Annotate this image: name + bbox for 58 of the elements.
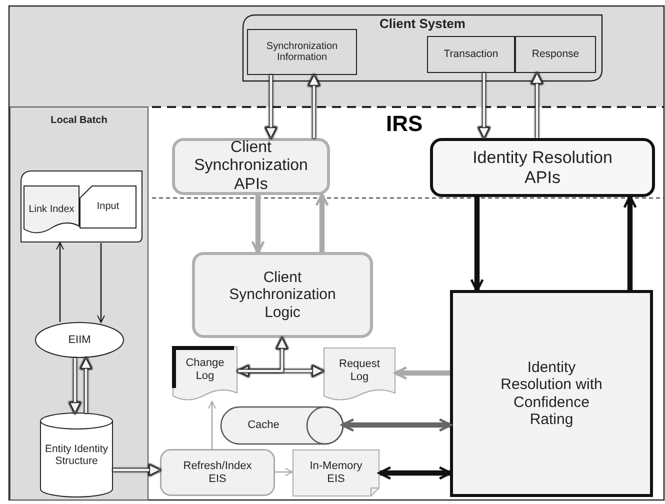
box-label: Identity Resolution APIs (472, 148, 614, 188)
process-box (160, 449, 275, 496)
arrow (308, 74, 320, 138)
arrow (623, 195, 637, 290)
arrow (341, 418, 452, 432)
arrow (69, 358, 81, 414)
document-shape (323, 347, 396, 402)
process-ellipse (35, 322, 124, 358)
data-box (515, 36, 596, 73)
process-box (172, 138, 330, 195)
box-label: Cache (248, 419, 280, 432)
data-box (427, 36, 515, 73)
box-label: Synchronization Information (265, 40, 339, 64)
box-label: Request Log (338, 358, 381, 384)
document-shape (172, 346, 238, 402)
arrow (531, 72, 543, 138)
card-shape (79, 185, 137, 229)
box-label: Client Synchronization APIs (193, 138, 309, 194)
region-label: IRS (386, 111, 423, 137)
database-cylinder (40, 413, 113, 497)
arrow (315, 193, 329, 252)
box-label: Link Index (28, 204, 74, 216)
arrow (97, 243, 105, 323)
arrow (478, 73, 490, 138)
arrow (113, 464, 160, 476)
system-container (242, 14, 603, 82)
arrow (378, 466, 452, 480)
box-label: Input (96, 201, 120, 213)
arrow (238, 365, 324, 377)
arrow (208, 401, 216, 449)
storage-cylinder (220, 406, 343, 445)
document-group (20, 170, 143, 243)
box-label: Response (532, 48, 580, 61)
arrow (265, 75, 277, 138)
box-label: Identity Resolution with Confidence Rating (500, 359, 604, 428)
arrow (251, 195, 265, 254)
box-label: In-Memory EIS (308, 460, 364, 486)
box-label: Refresh/Index EIS (182, 460, 253, 486)
process-box (450, 290, 653, 497)
arrow (238, 338, 288, 372)
arrow (470, 197, 484, 292)
panel-heading: Client System (380, 17, 466, 32)
arrow (275, 468, 293, 476)
box-label: Entity Identity Structure (44, 442, 110, 468)
box-label: EIIM (68, 334, 91, 346)
panel-heading: Local Batch (50, 115, 108, 126)
arrow (394, 366, 450, 380)
process-box (192, 252, 373, 338)
box-label: Client Synchronization Logic (228, 269, 337, 321)
document-shape (23, 185, 80, 235)
document-shape (292, 449, 380, 497)
box-label: Change Log (184, 357, 226, 383)
box-label: Transaction (444, 48, 498, 61)
data-box (247, 29, 357, 75)
arrow (56, 242, 64, 322)
batch-panel (10, 107, 148, 500)
arrow (80, 358, 92, 413)
process-box (430, 138, 655, 197)
